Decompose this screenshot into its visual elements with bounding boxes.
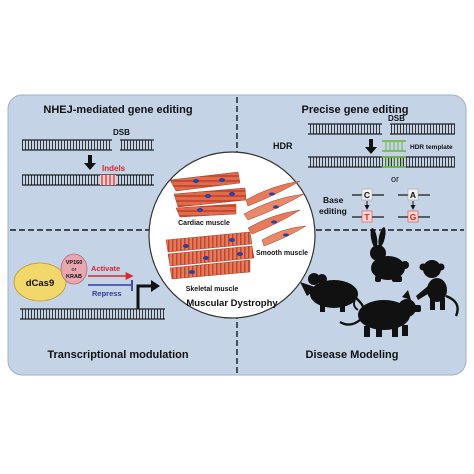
mouse-icon	[300, 273, 366, 326]
dcas9-label: dCas9	[26, 278, 55, 289]
indels-label: Indels	[102, 164, 126, 173]
effector-label-3: KRAB	[66, 274, 82, 280]
base-g: G	[410, 212, 417, 222]
precise-dsb-label: DSB	[388, 114, 405, 123]
precise-title: Precise gene editing	[302, 104, 409, 116]
precise-broken-dna	[308, 123, 455, 135]
repaired-dna	[22, 174, 154, 186]
center-circle: Cardiac muscle Smooth muscle Skeletal mu…	[148, 151, 316, 319]
pig-icon	[353, 290, 421, 337]
hdr-down-arrow	[365, 139, 377, 154]
cardiac-label: Cardiac muscle	[178, 220, 230, 227]
base-c: C	[364, 190, 370, 200]
monkey-icon	[416, 260, 459, 317]
base-editing-label-1: Base	[323, 195, 344, 205]
base-edit-a-to-g: A G	[398, 188, 430, 223]
dcas9-protein	[13, 262, 67, 302]
hdr-template	[382, 140, 406, 152]
nhej-panel: NHEJ-mediated gene editing DSB Indels	[22, 104, 193, 186]
base-edit-c-to-t: C T	[352, 188, 384, 223]
hdr-template-label: HDR template	[410, 144, 453, 151]
base-editing-label-2: editing	[319, 206, 347, 216]
transcription-title: Transcriptional modulation	[47, 349, 188, 361]
nhej-dsb-label: DSB	[113, 128, 130, 137]
disease-panel	[300, 227, 459, 337]
hdr-label: HDR	[273, 141, 293, 151]
effector-domain	[60, 253, 88, 285]
transcription-dna	[20, 308, 165, 320]
base-a: A	[410, 190, 416, 200]
nhej-title: NHEJ-mediated gene editing	[43, 104, 192, 116]
transcription-panel: dCas9 VP160 or KRAB Activate Repress	[13, 253, 165, 320]
repress-label: Repress	[92, 289, 122, 298]
nhej-down-arrow	[84, 155, 96, 170]
skeletal-muscle-image	[165, 231, 255, 280]
smooth-muscle-image	[243, 180, 307, 247]
smooth-label: Smooth muscle	[256, 250, 308, 257]
base-t: T	[364, 212, 370, 222]
precise-panel: Precise gene editing DSB HDR HDR templat…	[273, 104, 455, 223]
effector-label-2: or	[72, 267, 77, 273]
cardiac-muscle-image	[169, 171, 247, 218]
activate-label: Activate	[91, 264, 120, 273]
precise-repaired-dna	[308, 156, 455, 168]
muscular-dystrophy-title: Muscular Dystrophy	[186, 298, 278, 309]
promoter-arrowhead	[151, 280, 160, 292]
rabbit-icon	[370, 227, 409, 282]
effector-label-1: VP160	[66, 260, 83, 266]
or-label: or	[391, 174, 399, 184]
disease-title: Disease Modeling	[306, 349, 399, 361]
broken-dna	[22, 139, 154, 151]
promoter-arrow	[136, 284, 153, 309]
skeletal-label: Skeletal muscle	[186, 286, 239, 293]
